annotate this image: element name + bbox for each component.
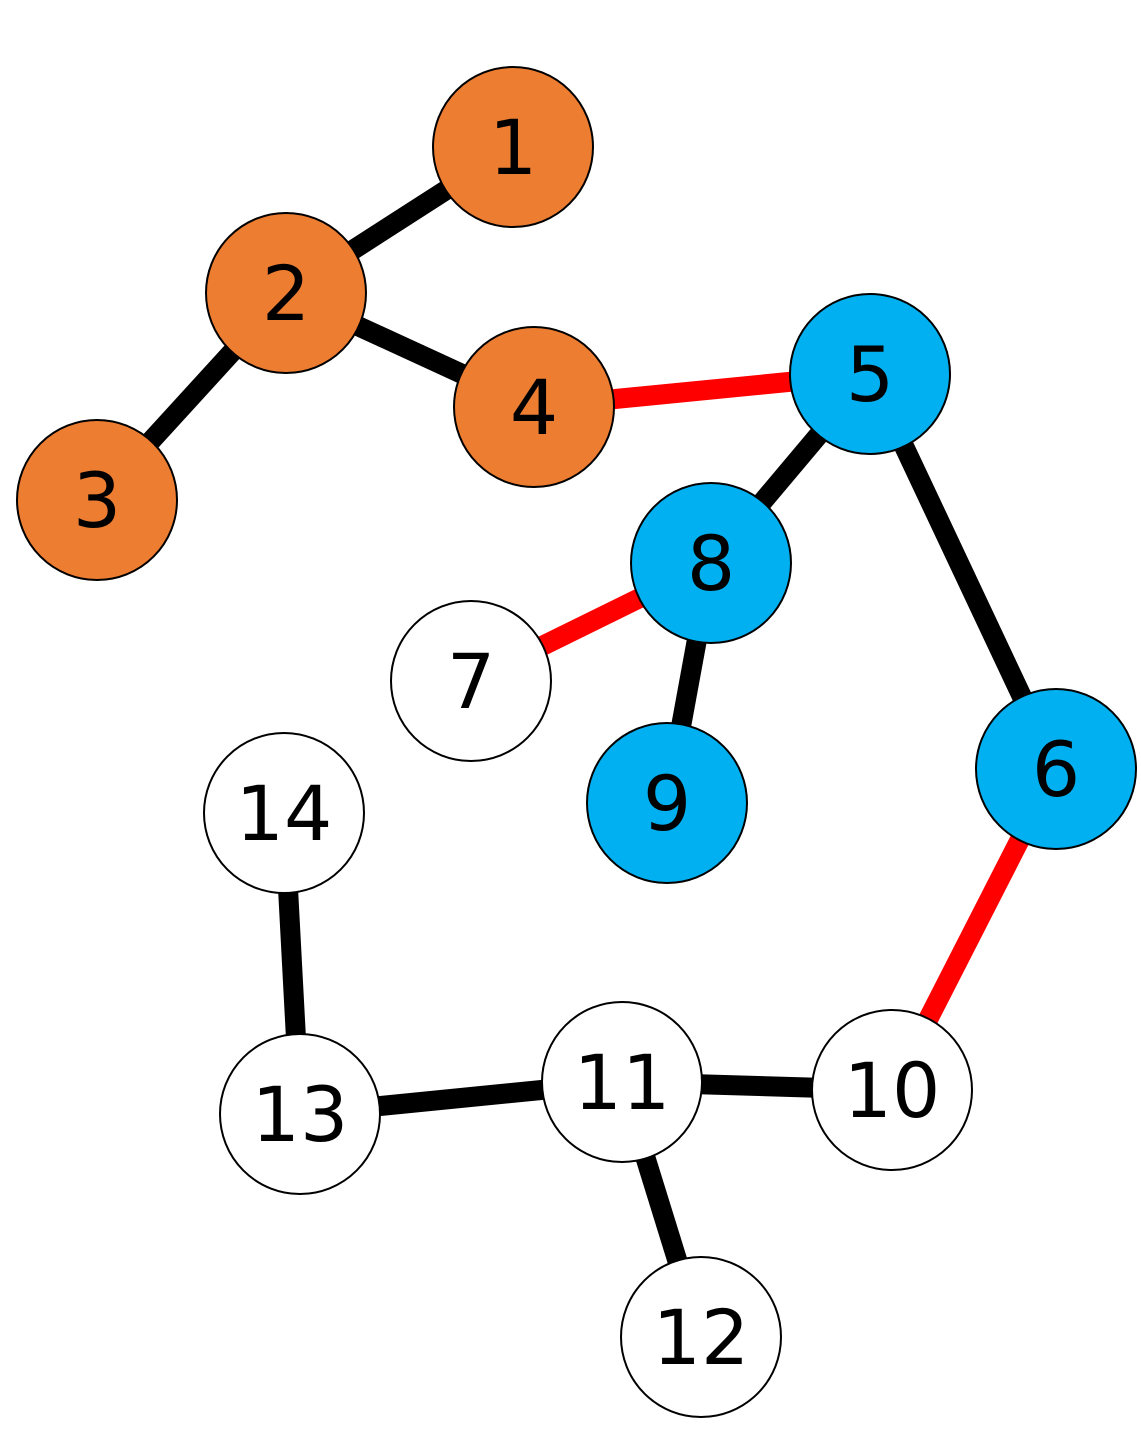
node-7: 7 (390, 600, 552, 762)
node-circle-6 (975, 688, 1137, 850)
node-2: 2 (205, 212, 367, 374)
node-3: 3 (16, 419, 178, 581)
node-label-5: 5 (846, 330, 894, 419)
node-label-4: 4 (510, 363, 558, 452)
node-label-9: 9 (643, 759, 691, 848)
node-label-3: 3 (73, 456, 121, 545)
node-circle-2 (205, 212, 367, 374)
node-label-12: 12 (653, 1293, 750, 1382)
node-label-14: 14 (236, 769, 333, 858)
node-label-10: 10 (844, 1046, 941, 1135)
node-label-7: 7 (447, 637, 495, 726)
node-9: 9 (586, 722, 748, 884)
node-label-8: 8 (687, 519, 735, 608)
node-circle-11 (541, 1001, 703, 1163)
node-13: 13 (219, 1033, 381, 1195)
node-label-11: 11 (574, 1038, 671, 1127)
node-circle-9 (586, 722, 748, 884)
node-6: 6 (975, 688, 1137, 850)
node-label-1: 1 (489, 103, 537, 192)
node-circle-13 (219, 1033, 381, 1195)
node-circle-1 (432, 66, 594, 228)
node-circle-10 (811, 1009, 973, 1171)
node-circle-3 (16, 419, 178, 581)
node-14: 14 (203, 732, 365, 894)
node-circle-7 (390, 600, 552, 762)
node-circle-8 (630, 482, 792, 644)
node-label-13: 13 (252, 1070, 349, 1159)
node-12: 12 (620, 1256, 782, 1418)
node-5: 5 (789, 293, 951, 455)
node-8: 8 (630, 482, 792, 644)
node-10: 10 (811, 1009, 973, 1171)
node-label-2: 2 (262, 249, 310, 338)
node-4: 4 (453, 326, 615, 488)
node-1: 1 (432, 66, 594, 228)
node-circle-5 (789, 293, 951, 455)
node-circle-14 (203, 732, 365, 894)
node-11: 11 (541, 1001, 703, 1163)
node-circle-4 (453, 326, 615, 488)
node-circle-12 (620, 1256, 782, 1418)
node-label-6: 6 (1032, 725, 1080, 814)
